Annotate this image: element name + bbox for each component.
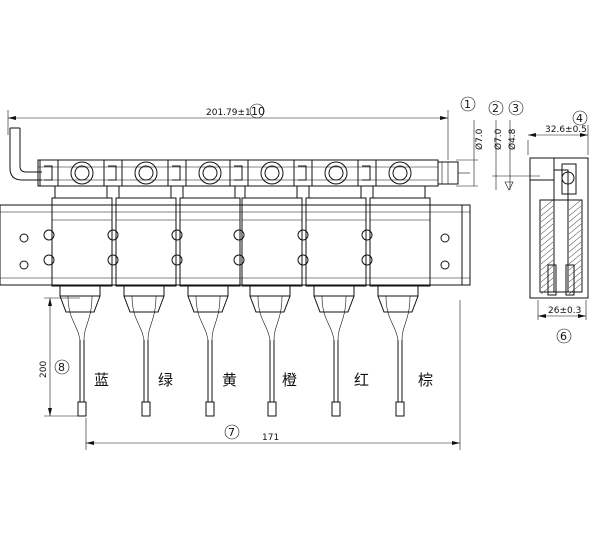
balloon-10: 10 xyxy=(251,105,265,118)
lead-span-dimension: 7 171 xyxy=(85,300,461,450)
balloon-4: 4 xyxy=(576,112,583,125)
balloon-3: 3 xyxy=(512,102,519,115)
side-section-view: 32.6±0.5 4 26±0.3 6 xyxy=(527,110,589,344)
valve-module-2 xyxy=(103,159,177,417)
wire-color-3: 黄 xyxy=(222,371,237,389)
valve-module-5 xyxy=(293,159,367,417)
diameter-3-label: Ø4.8 xyxy=(507,128,518,150)
valve-module-1 xyxy=(39,159,113,417)
diameter-1-label: Ø7.0 xyxy=(474,128,485,150)
valve-module-3 xyxy=(167,159,241,417)
wire-length-label: 200 xyxy=(39,361,49,378)
balloon-10-circle xyxy=(249,103,265,119)
lead-span-label: 171 xyxy=(262,433,279,443)
wire-color-1: 蓝 xyxy=(94,371,109,389)
outlet-tube xyxy=(437,161,470,185)
wire-color-5: 红 xyxy=(354,371,369,389)
valve-module-6 xyxy=(357,159,431,417)
balloon-1: 1 xyxy=(464,98,471,111)
bottom-width-label: 26±0.3 xyxy=(548,306,581,316)
balloon-8: 8 xyxy=(58,361,65,374)
wire-color-2: 绿 xyxy=(158,371,173,389)
wire-length-dimension: 8 200 xyxy=(39,297,80,417)
overall-length-label: 201.79±1 xyxy=(206,108,251,118)
valve-module-4 xyxy=(229,159,303,417)
wire-color-4: 橙 xyxy=(282,371,297,389)
diameter-2-label: Ø7.0 xyxy=(493,128,504,150)
overall-length-dimension: 201.79±1 10 xyxy=(7,103,449,160)
balloon-2: 2 xyxy=(492,102,499,115)
balloon-6: 6 xyxy=(560,330,567,343)
manifold-rail xyxy=(37,159,439,187)
valve-modules xyxy=(39,159,431,417)
balloon-7: 7 xyxy=(228,426,235,439)
inlet-elbow-pipe xyxy=(9,127,42,181)
wire-color-labels: 蓝绿黄橙红棕 xyxy=(94,371,433,389)
top-width-label: 32.6±0.5 xyxy=(545,125,587,135)
mounting-bracket xyxy=(0,204,471,286)
diameter-callouts: 1 Ø7.0 2 Ø7.0 3 Ø4.8 xyxy=(456,96,540,191)
wire-color-6: 棕 xyxy=(418,371,433,389)
